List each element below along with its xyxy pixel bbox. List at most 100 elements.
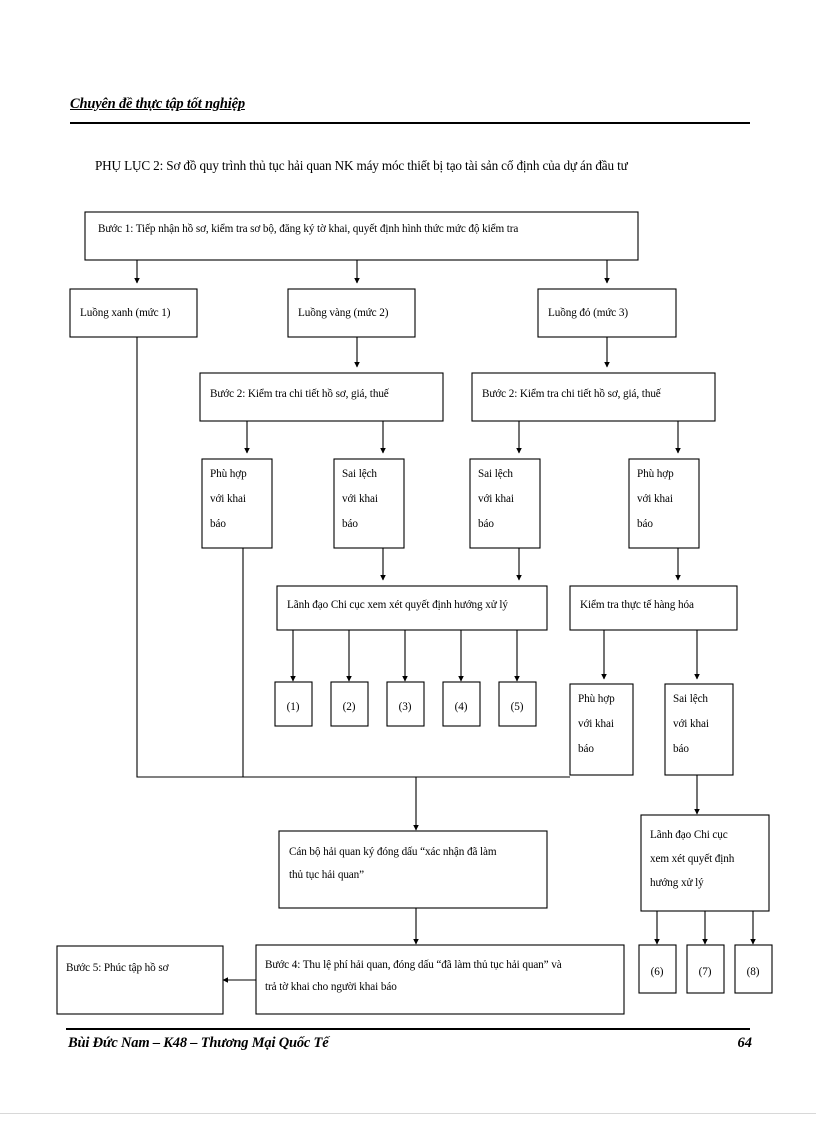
node-canbo[interactable]: Cán bộ hải quan ký đóng dấu “xác nhận đã… — [278, 830, 548, 909]
node-buoc1-rect — [84, 211, 639, 261]
node-num-4-rect — [442, 681, 481, 727]
node-num-8[interactable]: (8) — [734, 944, 773, 994]
node-sailech-1[interactable]: Sai lệch với khai báo — [333, 458, 405, 549]
node-phuhop-2-line1: Phù hợp — [637, 468, 674, 480]
node-sailech-1-line1: Sai lệch — [342, 468, 377, 480]
node-buoc5[interactable]: Bước 5: Phúc tập hồ sơ — [56, 945, 224, 1015]
node-num-3[interactable]: (3) — [386, 681, 425, 727]
node-luong-vang[interactable]: Luồng vàng (mức 2) — [287, 288, 416, 338]
node-phuhop-2-rect — [628, 458, 700, 549]
node-phuhop-1-rect — [201, 458, 273, 549]
appendix-caption: PHỤ LỤC 2: Sơ đồ quy trình thủ tục hải q… — [95, 158, 628, 173]
node-num-2[interactable]: (2) — [330, 681, 369, 727]
footer-rule — [66, 1028, 750, 1030]
node-lanhdao-1[interactable]: Lãnh đạo Chi cục xem xét quyết định hướn… — [276, 585, 548, 631]
running-header: Chuyên đề thực tập tốt nghiệp — [70, 96, 750, 115]
node-num-3-rect — [386, 681, 425, 727]
node-num-4[interactable]: (4) — [442, 681, 481, 727]
node-luong-xanh-label: Luồng xanh (mức 1) — [80, 307, 171, 319]
node-lanhdao-2-line1: Lãnh đạo Chi cục — [650, 829, 728, 841]
node-num-7-rect — [686, 944, 725, 994]
node-buoc2-vang-label: Bước 2: Kiểm tra chi tiết hồ sơ, giá, th… — [210, 388, 390, 400]
node-num-8-rect — [734, 944, 773, 994]
node-sailech-1-rect — [333, 458, 405, 549]
node-kiemtra-thucte[interactable]: Kiểm tra thực tế hàng hóa — [569, 585, 738, 631]
node-phuhop-3-line3: báo — [578, 743, 594, 755]
node-luong-vang-label: Luồng vàng (mức 2) — [298, 307, 389, 319]
node-phuhop-1[interactable]: Phù hợp với khai báo — [201, 458, 273, 549]
footer-page-number: 64 — [737, 1035, 753, 1051]
node-buoc2-vang-rect — [199, 372, 444, 422]
node-luong-xanh[interactable]: Luồng xanh (mức 1) — [69, 288, 198, 338]
node-lanhdao-2-rect — [640, 814, 770, 912]
node-buoc4[interactable]: Bước 4: Thu lệ phí hải quan, đóng dấu “đ… — [255, 944, 625, 1015]
footer-author: Bùi Đức Nam – K48 – Thương Mại Quốc Tế — [68, 1035, 329, 1051]
node-num-1-label: (1) — [287, 701, 300, 713]
node-lanhdao-1-rect — [276, 585, 548, 631]
node-phuhop-2-line3: báo — [637, 518, 653, 530]
page-bottom-edge — [0, 1113, 816, 1114]
node-num-7-label: (7) — [699, 966, 712, 978]
node-luong-do-label: Luồng đỏ (mức 3) — [548, 307, 628, 319]
node-sailech-1-line3: báo — [342, 518, 358, 530]
page-footer: Bùi Đức Nam – K48 – Thương Mại Quốc Tế 6… — [68, 1035, 752, 1052]
node-luong-vang-rect — [287, 288, 416, 338]
node-buoc2-do[interactable]: Bước 2: Kiểm tra chi tiết hồ sơ, giá, th… — [471, 372, 716, 422]
node-phuhop-3[interactable]: Phù hợp với khai báo — [569, 683, 634, 776]
node-lanhdao-2[interactable]: Lãnh đạo Chi cục xem xét quyết định hướn… — [640, 814, 770, 912]
node-sailech-1-line2: với khai — [342, 493, 378, 505]
node-num-2-rect — [330, 681, 369, 727]
node-buoc2-do-label: Bước 2: Kiểm tra chi tiết hồ sơ, giá, th… — [482, 388, 662, 400]
node-lanhdao-2-line2: xem xét quyết định — [650, 853, 735, 865]
node-num-6[interactable]: (6) — [638, 944, 677, 994]
header-rule — [70, 122, 750, 124]
node-lanhdao-2-line3: hướng xử lý — [650, 877, 704, 889]
node-buoc5-rect — [56, 945, 224, 1015]
running-header-title: Chuyên đề thực tập tốt nghiệp — [70, 96, 245, 112]
node-sailech-3-line2: với khai — [673, 718, 709, 730]
node-buoc2-do-rect — [471, 372, 716, 422]
node-lanhdao-1-label: Lãnh đạo Chi cục xem xét quyết định hướn… — [287, 599, 508, 611]
node-sailech-3[interactable]: Sai lệch với khai báo — [664, 683, 734, 776]
node-buoc1[interactable]: Bước 1: Tiếp nhận hồ sơ, kiểm tra sơ bộ,… — [84, 211, 639, 261]
node-phuhop-3-rect — [569, 683, 634, 776]
node-buoc2-vang[interactable]: Bước 2: Kiểm tra chi tiết hồ sơ, giá, th… — [199, 372, 444, 422]
node-sailech-2-rect — [469, 458, 541, 549]
node-phuhop-1-line1: Phù hợp — [210, 468, 247, 480]
node-canbo-line1: Cán bộ hải quan ký đóng dấu “xác nhận đã… — [289, 846, 497, 858]
node-buoc4-rect — [255, 944, 625, 1015]
node-num-3-label: (3) — [399, 701, 412, 713]
node-buoc4-line1: Bước 4: Thu lệ phí hải quan, đóng dấu “đ… — [265, 959, 562, 971]
node-phuhop-2[interactable]: Phù hợp với khai báo — [628, 458, 700, 549]
node-sailech-2[interactable]: Sai lệch với khai báo — [469, 458, 541, 549]
node-luong-do[interactable]: Luồng đỏ (mức 3) — [537, 288, 677, 338]
node-phuhop-1-line2: với khai — [210, 493, 246, 505]
node-num-6-rect — [638, 944, 677, 994]
node-kiemtra-thucte-label: Kiểm tra thực tế hàng hóa — [580, 599, 694, 611]
node-sailech-2-line1: Sai lệch — [478, 468, 513, 480]
node-sailech-3-rect — [664, 683, 734, 776]
node-sailech-2-line2: với khai — [478, 493, 514, 505]
node-luong-do-rect — [537, 288, 677, 338]
node-phuhop-1-line3: báo — [210, 518, 226, 530]
node-num-5-label: (5) — [511, 701, 524, 713]
node-buoc5-label: Bước 5: Phúc tập hồ sơ — [66, 962, 170, 974]
node-phuhop-2-line2: với khai — [637, 493, 673, 505]
node-num-8-label: (8) — [747, 966, 760, 978]
node-canbo-line2: thủ tục hải quan” — [289, 869, 364, 881]
node-num-1-rect — [274, 681, 313, 727]
node-num-7[interactable]: (7) — [686, 944, 725, 994]
node-num-5[interactable]: (5) — [498, 681, 537, 727]
node-sailech-2-line3: báo — [478, 518, 494, 530]
node-kiemtra-thucte-rect — [569, 585, 738, 631]
node-num-2-label: (2) — [343, 701, 356, 713]
node-sailech-3-line1: Sai lệch — [673, 693, 708, 705]
node-luong-xanh-rect — [69, 288, 198, 338]
node-num-5-rect — [498, 681, 537, 727]
node-phuhop-3-line1: Phù hợp — [578, 693, 615, 705]
node-num-1[interactable]: (1) — [274, 681, 313, 727]
node-canbo-rect — [278, 830, 548, 909]
node-sailech-3-line3: báo — [673, 743, 689, 755]
